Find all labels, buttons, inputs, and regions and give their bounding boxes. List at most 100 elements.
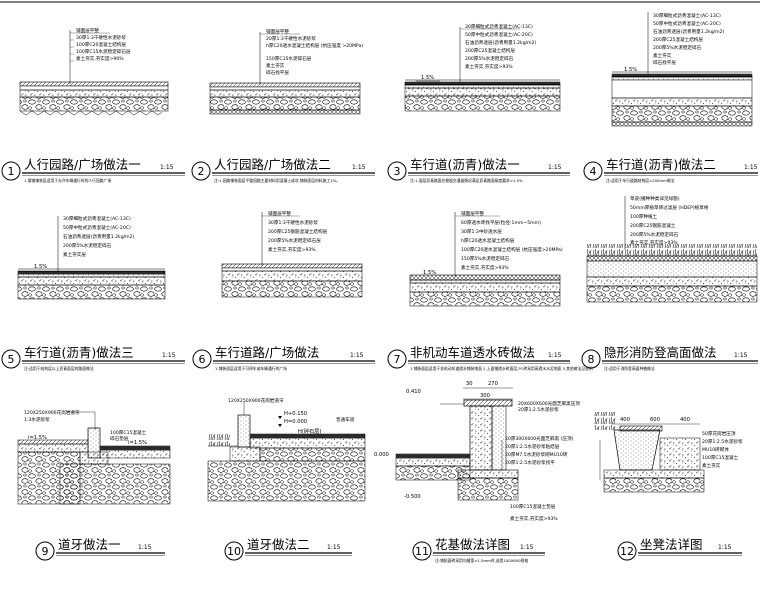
detail-5-slope: 1.5%: [34, 264, 47, 270]
detail-2-title-block: 2 人行园路/广场做法二 1:15 注:1.园路铺装面层平整园路主要材料用混凝土…: [191, 157, 375, 183]
detail-2-callout-0: 铺面层平整: [266, 28, 289, 35]
detail-6-title-block: 6 车行道路/广场做法 1:15 1.铺装面层适用于可停车或车辆通行的广场: [192, 345, 375, 371]
detail-10-callout-0: 120X250X900花岗岩道牙: [228, 397, 284, 404]
detail-8-callout-5: 素土夯实,夯实度>93%: [630, 239, 678, 246]
detail-6-callout-0: 铺面层平整: [268, 210, 291, 217]
detail-5-number: 5: [8, 353, 15, 366]
detail-10-callout-3: H(碎石层): [298, 427, 322, 435]
detail-12-callout-0: 50厚花岗岩压顶: [702, 430, 736, 437]
detail-5-scale: 1:15: [162, 352, 176, 359]
detail-10-scale: 1:15: [327, 544, 341, 551]
detail-10-number: 10: [227, 545, 241, 558]
detail-12-title-block: 12 坐凳法详图 1:15: [617, 537, 742, 561]
detail-5-callout-1: 50厚中粒式沥青混凝土(AC-20C): [63, 224, 131, 231]
detail-4-title-block: 4 车行道(沥青)做法二 1:15 注:适用于车行道路结构层<200mm做法: [583, 157, 758, 183]
detail-4-section: 1.5% 30厚细粒式沥青混凝土(AC-13C) 50厚中粒式沥青混凝土(AC-…: [611, 12, 753, 127]
detail-1-number: 1: [8, 165, 15, 178]
detail-6-callout-2: 200厚C25钢筋混凝土结构层: [268, 228, 328, 235]
detail-2-number-circle: [191, 161, 211, 181]
detail-10-callout-4: 普通车道: [336, 416, 355, 423]
detail-1-title-block: 1 人行园路/广场做法一 1:15 1.镶铺铺装层适用于允许车辆通行时的人行园路…: [1, 157, 185, 183]
detail-6-callout-3: 200厚5%水泥稳定碎石层: [268, 237, 321, 244]
detail-2-callout-2: h厚C20透水混凝土结构层 (抗压强度 >20MPa): [266, 42, 363, 49]
detail-1-note: 1.镶铺铺装层适用于允许车辆通行时的人行园路广场: [24, 178, 111, 183]
detail-11-title-block: 11 花基做法详图 1:15 注:铺贴面砖采用勾缝宽<1.5mm时,选用100X…: [412, 537, 545, 563]
detail-11-callout-4: 20厚M7.5水泥砂浆砌MU10砖: [505, 451, 568, 458]
detail-3-number-circle: [387, 161, 407, 181]
detail-12-dim-2: 400: [680, 417, 690, 423]
detail-3-callout-1: 50厚中粒式沥青混凝土(AC-20C): [465, 31, 533, 38]
detail-3-note: 注:1.面层沥青路面应根据交通量情况满足沥青路面厚度要求>1.5%: [410, 178, 523, 183]
detail-11-dim-0: 0.410: [406, 389, 421, 395]
detail-2-callout-4: 素土夯实: [266, 62, 285, 69]
detail-12-section: 400 600 400 50厚花岗岩压顶 20厚1:2.5水泥砂浆 MU10砖砌…: [594, 412, 743, 493]
detail-8-section: 草皮(播种种类详见绿施) 50mm厚植草砖过滤层 (HDEP)植草格 100厚种…: [586, 195, 758, 303]
detail-9-title-block: 9 道牙做法一 1:15: [35, 537, 165, 561]
detail-3-section: 1.5% 30厚细粒式沥青混凝土(AC-13C) 50厚中粒式沥青混凝土(AC-…: [404, 23, 561, 112]
detail-10-number-circle: [224, 541, 244, 561]
detail-7-callout-4: 100厚C20透水混凝土结构层 (抗压强度>20MPa): [461, 246, 563, 253]
detail-7-title: 非机动车道透水砖做法: [410, 345, 535, 360]
detail-11-callout-3: 20厚1:2.5水泥砂浆粘结层: [505, 443, 560, 450]
detail-2-scale: 1:15: [352, 164, 366, 171]
detail-9-number: 9: [42, 545, 49, 558]
detail-12-number: 12: [620, 545, 634, 558]
detail-6-scale: 1:15: [350, 352, 364, 359]
detail-11-dim-2: -0.500: [404, 494, 421, 500]
detail-3-slope: 1.5%: [421, 75, 434, 81]
detail-11-callout-0: 20X600X600光面芝麻黑压顶: [518, 400, 580, 407]
detail-9-title: 道牙做法一: [58, 537, 121, 552]
detail-11-dim-5: 300: [480, 393, 490, 399]
detail-5-callout-2: 石油沥青透层(沥青用量1.2kg/m2): [63, 233, 135, 240]
detail-12-callout-4: 素土夯实: [702, 462, 721, 469]
detail-1-callout-0: 铺面层平整: [76, 27, 99, 34]
detail-1-callout-1: 30厚1:3干硬性水泥砂浆: [76, 34, 126, 41]
detail-11-dim-1: 0.000: [374, 452, 389, 458]
detail-7-callout-0: 铺面层平整: [461, 210, 484, 217]
detail-7-section: 1.5% 铺面层平整 60厚透水砖找平层(粒径:1mm~5mm) 30厚1:3中…: [409, 210, 563, 307]
detail-4-title: 车行道(沥青)做法二: [606, 157, 716, 172]
detail-7-title-block: 7 非机动车道透水砖做法 1:15 1.铺装面层适用于非机动车道透水铺装地面 2…: [387, 345, 593, 371]
detail-8-number-circle: [581, 349, 601, 369]
detail-4-callout-1: 50厚中粒式沥青混凝土(AC-20C): [653, 20, 721, 27]
detail-9-callout-2: 100厚C15混凝土: [110, 429, 147, 436]
detail-5-number-circle: [1, 349, 21, 369]
detail-5-title: 车行道(沥青)做法三: [24, 345, 134, 360]
detail-10-title-block: 10 道牙做法二 1:15: [224, 537, 352, 561]
detail-12-number-circle: [617, 541, 637, 561]
detail-2-note: 注:1.园路铺装面层平整园路主要材料用混凝土或灰,铺装面层材料施工1%。: [214, 178, 340, 183]
detail-3-scale: 1:15: [548, 164, 562, 171]
detail-6-note: 1.铺装面层适用于可停车或车辆通行的广场: [215, 366, 287, 371]
detail-1-section: 铺面层平整 30厚1:3干硬性水泥砂浆 100厚C20混凝土结构层 100厚C1…: [19, 27, 169, 116]
detail-7-note: 1.铺装面层适用于非机动车道透水铺装地面 2.上面铺透水砖面层,PC砖采用高透水…: [410, 366, 593, 371]
detail-6-title: 车行道路/广场做法: [215, 345, 319, 360]
detail-9-callout-0: 120X250X900花岗岩道牙: [24, 409, 80, 416]
detail-3-title: 车行道(沥青)做法一: [410, 157, 520, 172]
detail-1-callout-4: 素土夯实,夯实度>90%: [76, 55, 124, 62]
detail-12-dim-1: 600: [650, 417, 660, 423]
detail-11-scale: 1:15: [520, 544, 534, 551]
detail-2-callout-1: 20厚1:3干硬性水泥砂浆: [266, 35, 316, 42]
detail-7-scale: 1:15: [548, 352, 562, 359]
detail-5-callout-0: 30厚细粒式沥青混凝土(AC-13C): [63, 215, 131, 222]
detail-4-slope: 1.5%: [624, 67, 637, 73]
detail-8-scale: 1:15: [734, 352, 748, 359]
detail-3-callout-4: 200厚5%水泥稳定碎石: [465, 55, 514, 62]
detail-11-dim-3: 30: [466, 381, 473, 387]
detail-9-scale: 1:15: [138, 544, 152, 551]
detail-11-note: 注:铺贴面砖采用勾缝宽<1.5mm时,选用100X600规格: [435, 558, 528, 563]
detail-12-callout-1: 20厚1:2.5水泥砂浆: [702, 438, 743, 445]
detail-9-number-circle: [35, 541, 55, 561]
detail-1-callouts: 铺面层平整 30厚1:3干硬性水泥砂浆 100厚C20混凝土结构层 100厚C1…: [70, 27, 131, 62]
detail-5-section: 1.5% 30厚细粒式沥青混凝土(AC-13C) 50厚中粒式沥青混凝土(AC-…: [17, 215, 166, 300]
detail-11-callout-2: 20厚300X600光面芝麻黑 (压顶): [505, 435, 574, 442]
detail-6-number: 6: [199, 353, 206, 366]
detail-4-callout-3: 200厚C25混凝土结构层: [653, 36, 703, 43]
detail-3-callout-2: 石油沥青透层(沥青用量1.2kg/m2): [465, 39, 537, 46]
detail-11-title: 花基做法详图: [435, 537, 510, 552]
detail-2-title: 人行园路/广场做法二: [214, 157, 331, 172]
detail-2-section: 铺面层平整 20厚1:3干硬性水泥砂浆 h厚C20透水混凝土结构层 (抗压强度 …: [209, 28, 363, 115]
detail-7-number: 7: [394, 353, 401, 366]
detail-9-callout-1: 1:3水泥砂浆: [24, 416, 50, 423]
detail-12-title: 坐凳法详图: [640, 537, 703, 552]
